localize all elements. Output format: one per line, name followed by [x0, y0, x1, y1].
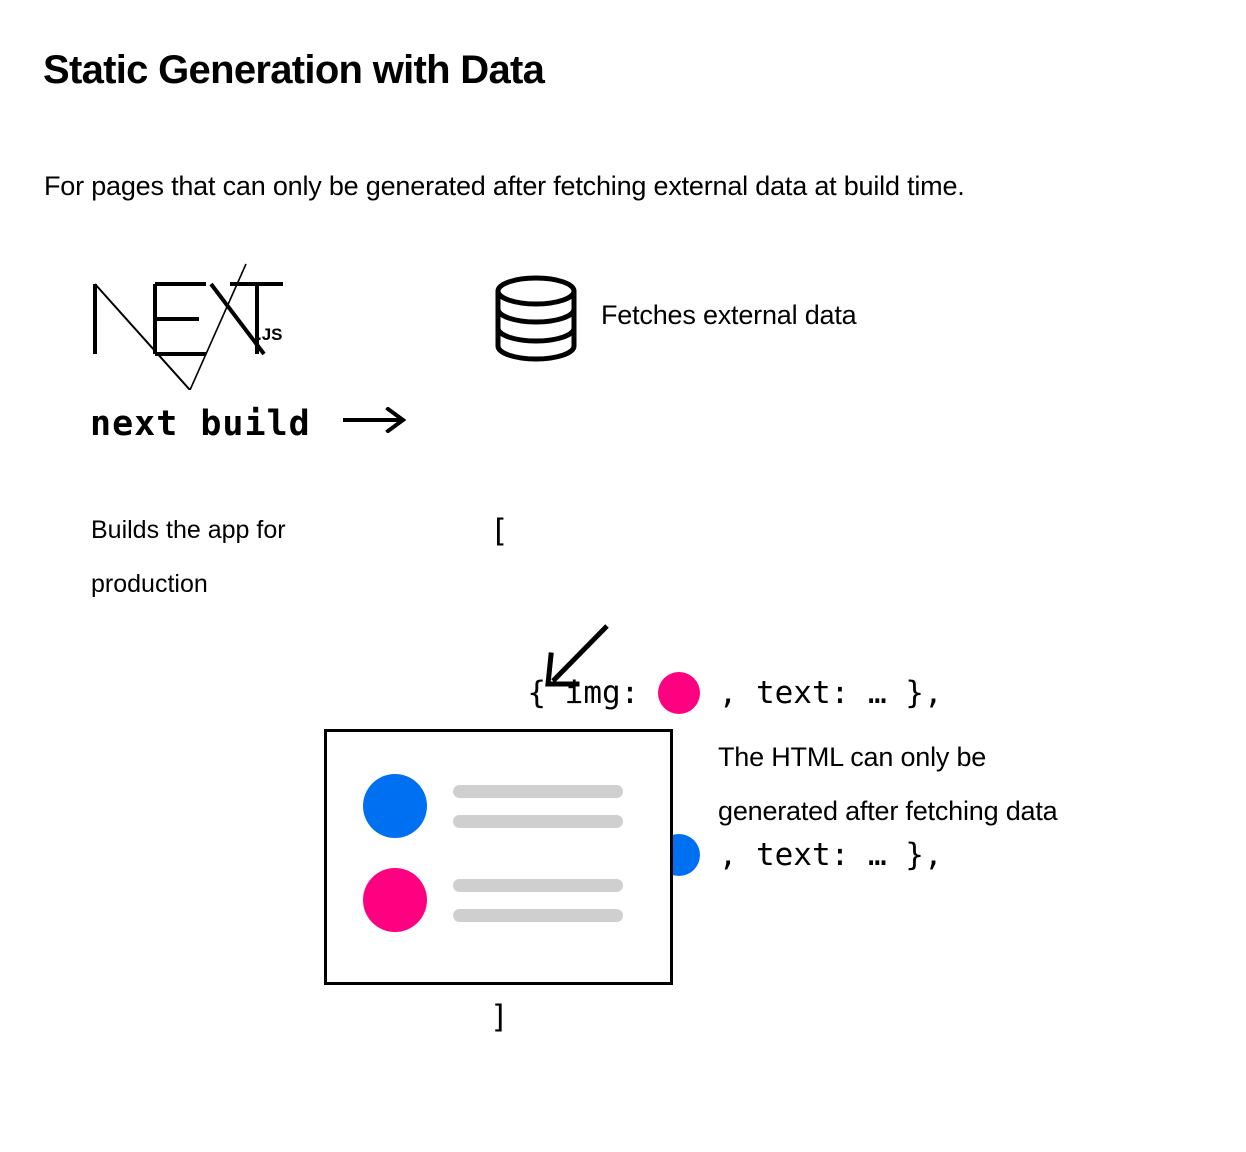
diagram-canvas: Static Generation with Data For pages th…: [43, 48, 1188, 1035]
page-subtitle: For pages that can only be generated aft…: [44, 171, 965, 201]
mockup-row-2: [363, 868, 623, 932]
mockup-caption-line-2: generated after fetching data: [718, 796, 1058, 826]
nextjs-logo: .JS: [86, 262, 296, 390]
mockup-text-bar: [453, 784, 623, 798]
page-title: Static Generation with Data: [43, 48, 545, 92]
mockup-row-1-avatar: [363, 774, 427, 838]
code-line-open: [: [490, 504, 943, 558]
database-cylinder-icon: [494, 274, 582, 366]
build-caption-line-1: Builds the app for: [91, 516, 286, 544]
database-label: Fetches external data: [601, 300, 857, 330]
nextjs-logo-suffix: .JS: [257, 325, 283, 344]
mockup-caption-line-1: The HTML can only be: [718, 742, 987, 772]
arrow-right-icon: [341, 402, 409, 442]
build-caption: Builds the app for production: [91, 503, 371, 611]
mockup-text-bar: [453, 814, 623, 828]
mockup-text-bar: [453, 908, 623, 922]
mockup-text-bar: [453, 878, 623, 892]
mockup-row-1-lines: [453, 784, 623, 828]
mockup-caption: The HTML can only be generated after fet…: [718, 730, 1188, 838]
code-line-entry-1: { img: , text: … },: [490, 666, 943, 720]
code-entry-1-suffix: , text: … },: [699, 675, 943, 711]
build-command-text: next build: [90, 404, 311, 444]
nextjs-wordmark-icon: [93, 263, 283, 390]
code-block: [ { img: , text: … }, { img: , text: … }…: [490, 396, 943, 1152]
rendered-page-mockup: [324, 729, 673, 985]
mockup-row-2-avatar: [363, 868, 427, 932]
code-entry-1-color-dot: [657, 672, 700, 714]
build-command: next build: [90, 404, 409, 444]
mockup-row-1: [363, 774, 623, 838]
code-close-bracket: ]: [490, 999, 509, 1035]
code-line-close: ]: [490, 990, 943, 1044]
code-open-bracket: [: [490, 513, 509, 549]
code-entry-1-prefix: { img:: [490, 675, 658, 711]
build-caption-line-2: production: [91, 570, 208, 598]
arrow-down-left-icon: [535, 615, 625, 700]
mockup-row-2-lines: [453, 878, 623, 922]
code-entry-2-suffix: , text: … },: [699, 837, 943, 873]
